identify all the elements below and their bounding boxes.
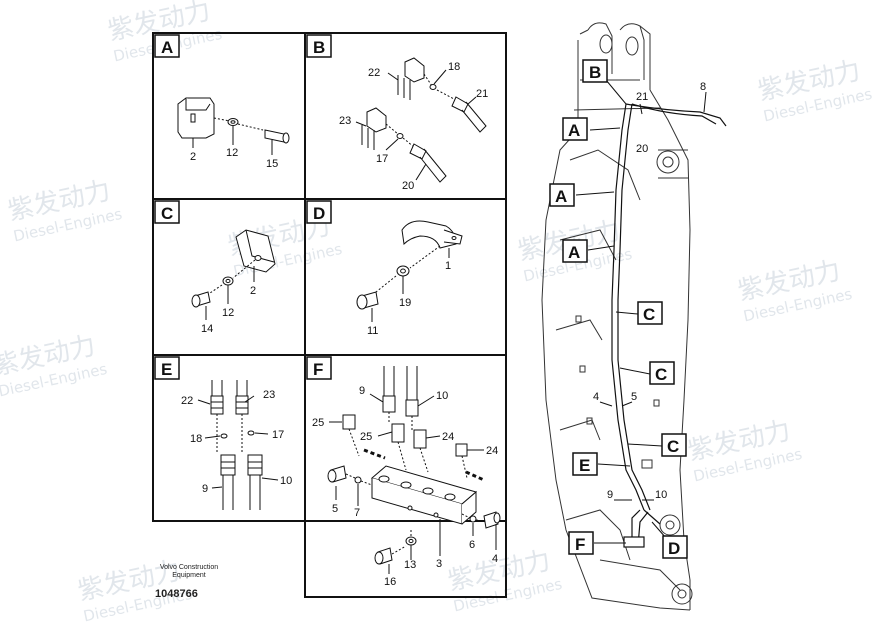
svg-text:F: F xyxy=(575,535,585,554)
callout-C: C xyxy=(649,361,675,385)
panel-E-label-22: 22 xyxy=(181,395,193,407)
panel-F-label-10: 10 xyxy=(436,390,448,402)
brand-line-2: Equipment xyxy=(172,572,206,579)
callout-A: A xyxy=(562,239,588,263)
panel-D-drawing xyxy=(356,220,463,322)
detail-panel-grid xyxy=(152,32,507,598)
svg-text:E: E xyxy=(579,456,590,475)
svg-text:A: A xyxy=(568,243,580,262)
panel-D-label-19: 19 xyxy=(399,297,411,309)
panel-C-drawing xyxy=(191,229,276,320)
panel-F-label-13: 13 xyxy=(404,559,416,571)
panel-A-caption: A xyxy=(154,34,180,58)
callout-C: C xyxy=(637,301,663,325)
panel-F-label-7: 7 xyxy=(354,507,360,519)
panel-F-drawing xyxy=(327,366,501,574)
panel-E-label-23: 23 xyxy=(263,389,275,401)
panel-B-label-17: 17 xyxy=(376,153,388,165)
panel-E-drawing xyxy=(197,380,279,510)
panel-A-label-12: 12 xyxy=(226,147,238,159)
callout-B: B xyxy=(582,59,608,83)
svg-text:E: E xyxy=(161,360,172,379)
svg-text:A: A xyxy=(568,121,580,140)
boom-drawing xyxy=(541,22,693,611)
footer: Volvo Construction Equipment 1048766 xyxy=(155,564,223,600)
svg-text:B: B xyxy=(589,63,601,82)
part-number: 1048766 xyxy=(155,588,198,600)
panel-F-label-16: 16 xyxy=(384,576,396,588)
svg-text:C: C xyxy=(667,437,679,456)
callout-E: E xyxy=(572,452,598,476)
panel-A-label-2: 2 xyxy=(190,151,196,163)
panel-D-caption: D xyxy=(306,200,332,224)
panel-B-label-20: 20 xyxy=(402,180,414,192)
brand-caption: Volvo Construction Equipment xyxy=(155,564,223,580)
callout-A: A xyxy=(562,117,588,141)
svg-text:C: C xyxy=(655,365,667,384)
panel-C-caption: C xyxy=(154,200,180,224)
watermark-layer: 紫发动力 Diesel-Engines 紫发动力 Diesel-Engines … xyxy=(0,0,874,625)
svg-text:D: D xyxy=(668,539,680,558)
panel-F-label-25: 25 xyxy=(312,417,324,429)
panel-E-label-17: 17 xyxy=(272,429,284,441)
overview-label-8: 8 xyxy=(700,81,706,93)
panel-E-label-10: 10 xyxy=(280,475,292,487)
panel-C-label-12: 12 xyxy=(222,307,234,319)
panel-D-label-11: 11 xyxy=(367,325,378,337)
panel-B-label-23: 23 xyxy=(339,115,351,127)
panel-F-label-25: 25 xyxy=(360,431,372,443)
svg-text:C: C xyxy=(643,305,655,324)
overview-label-20: 20 xyxy=(636,143,648,155)
svg-text:C: C xyxy=(161,204,173,223)
callout-C: C xyxy=(661,433,687,457)
svg-text:A: A xyxy=(555,187,567,206)
panel-F-label-24: 24 xyxy=(442,431,454,443)
panel-B-label-18: 18 xyxy=(448,61,460,73)
callout-A: A xyxy=(549,183,575,207)
panel-D-label-1: 1 xyxy=(445,260,451,272)
panel-F-label-24: 24 xyxy=(486,445,498,457)
callout-D: D xyxy=(662,535,688,559)
panel-C-label-2: 2 xyxy=(250,285,256,297)
svg-text:A: A xyxy=(161,38,173,57)
hydraulic-lines xyxy=(611,103,727,548)
panel-E-caption: E xyxy=(154,356,180,380)
overview-label-5: 5 xyxy=(631,391,637,403)
panel-B-label-21: 21 xyxy=(476,88,488,100)
overview-leaders xyxy=(575,79,707,544)
panel-F-label-4: 4 xyxy=(492,553,498,565)
panel-B-drawing xyxy=(355,57,487,183)
overview-label-9: 9 xyxy=(607,489,613,501)
svg-text:F: F xyxy=(313,360,323,379)
panel-F-caption: F xyxy=(306,356,332,380)
panel-E-label-18: 18 xyxy=(190,433,202,445)
panel-A-drawing xyxy=(177,97,290,155)
panel-F-label-3: 3 xyxy=(436,558,442,570)
panel-E-label-9: 9 xyxy=(202,483,208,495)
brand-line-1: Volvo Construction xyxy=(159,564,219,571)
overview-label-21: 21 xyxy=(636,91,648,103)
panel-B-label-22: 22 xyxy=(368,67,380,79)
overview-label-4: 4 xyxy=(593,391,599,403)
panel-A-label-15: 15 xyxy=(266,158,278,170)
svg-text:B: B xyxy=(313,38,325,57)
svg-text:D: D xyxy=(313,204,325,223)
callout-F: F xyxy=(568,531,594,555)
overview-label-10: 10 xyxy=(655,489,667,501)
panel-F-label-6: 6 xyxy=(469,539,475,551)
panel-F-label-5: 5 xyxy=(332,503,338,515)
panel-B-caption: B xyxy=(306,34,332,58)
panel-F-label-9: 9 xyxy=(359,385,365,397)
panel-C-label-14: 14 xyxy=(201,323,213,335)
